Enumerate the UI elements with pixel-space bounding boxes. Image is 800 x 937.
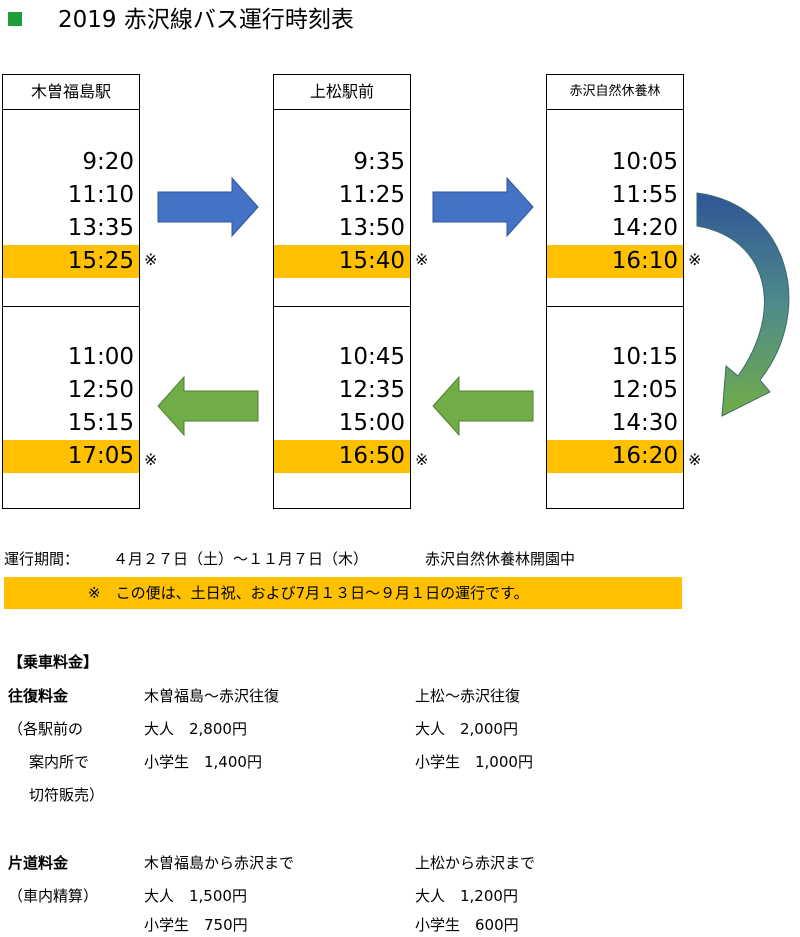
time-cell: 11:10 — [67, 182, 134, 208]
fare-adult: 大人 2,800円 — [144, 720, 247, 738]
one-way-label: 片道料金 — [8, 854, 69, 872]
route-arrows — [157, 176, 790, 437]
period-dates: ４月２７日（土）～１１月７日（木） — [113, 550, 369, 568]
time-cell: 9:35 — [353, 149, 405, 175]
round-trip-sub: 案内所で — [29, 753, 90, 771]
fare-route: 木曽福島～赤沢往復 — [144, 687, 280, 705]
right-arrow-icon — [157, 176, 259, 238]
one-way-sub: （車内精算） — [8, 887, 99, 905]
time-cell: 13:50 — [338, 215, 405, 241]
curved-arrow-icon — [696, 192, 790, 417]
fare-route: 木曽福島から赤沢まで — [144, 854, 295, 872]
return-times: 10:15 12:05 14:30 16:20 — [547, 307, 683, 508]
time-cell-highlighted: 15:40 — [274, 245, 410, 278]
station-name: 木曽福島駅 — [3, 75, 139, 110]
asterisk-mark: ※ — [144, 250, 158, 269]
fare-route: 上松から赤沢まで — [415, 854, 536, 872]
left-arrow-icon — [432, 375, 534, 437]
time-cell: 12:35 — [338, 377, 405, 403]
return-times: 10:45 12:35 15:00 16:50 — [274, 307, 410, 508]
fare-child: 小学生 1,400円 — [144, 753, 262, 771]
right-arrow-icon — [432, 176, 534, 238]
time-cell: 11:00 — [67, 344, 134, 370]
time-cell: 14:30 — [611, 410, 678, 436]
round-trip-label: 往復料金 — [8, 687, 69, 705]
fare-route: 上松～赤沢往復 — [415, 687, 521, 705]
time-cell-highlighted: 17:05 — [3, 440, 139, 473]
time-cell: 15:00 — [338, 410, 405, 436]
fare-child: 小学生 1,000円 — [415, 753, 533, 771]
outbound-times: 9:35 11:25 13:50 15:40 — [274, 110, 410, 307]
fare-adult: 大人 1,500円 — [144, 887, 247, 905]
station-name: 赤沢自然休養林 — [547, 75, 683, 110]
page-title: 2019 赤沢線バス運行時刻表 — [58, 7, 354, 33]
round-trip-sub: 切符販売） — [29, 786, 105, 804]
outbound-times: 9:20 11:10 13:35 15:25 — [3, 110, 139, 307]
time-cell-highlighted: 16:20 — [547, 440, 683, 473]
fare-adult: 大人 1,200円 — [415, 887, 518, 905]
time-cell: 10:45 — [338, 344, 405, 370]
asterisk-mark: ※ — [144, 450, 158, 469]
station-column-kisofukushima: 木曽福島駅 9:20 11:10 13:35 15:25 11:00 12:50… — [2, 74, 140, 509]
period-label: 運行期間： — [4, 550, 80, 568]
title-square-icon — [8, 12, 22, 26]
asterisk-mark: ※ — [415, 450, 429, 469]
time-cell: 9:20 — [82, 149, 134, 175]
station-name: 上松駅前 — [274, 75, 410, 110]
round-trip-sub: （各駅前の — [8, 720, 84, 738]
period-note: 赤沢自然休養林開園中 — [425, 550, 576, 568]
time-cell: 13:35 — [67, 215, 134, 241]
time-cell: 10:15 — [611, 344, 678, 370]
time-cell: 12:05 — [611, 377, 678, 403]
asterisk-mark: ※ — [688, 250, 702, 269]
notice-banner — [4, 577, 682, 609]
fare-child: 小学生 750円 — [144, 916, 248, 934]
asterisk-mark: ※ — [415, 250, 429, 269]
time-cell: 10:05 — [611, 149, 678, 175]
time-cell-highlighted: 16:50 — [274, 440, 410, 473]
notice-text: ※ この便は、土日祝、および7月１３日～９月１日の運行です。 — [88, 584, 529, 602]
time-cell: 12:50 — [67, 377, 134, 403]
asterisk-mark: ※ — [688, 450, 702, 469]
fare-child: 小学生 600円 — [415, 916, 519, 934]
time-cell-highlighted: 16:10 — [547, 245, 683, 278]
outbound-times: 10:05 11:55 14:20 16:10 — [547, 110, 683, 307]
station-column-akasawa: 赤沢自然休養林 10:05 11:55 14:20 16:10 10:15 12… — [546, 74, 684, 509]
time-cell: 14:20 — [611, 215, 678, 241]
station-column-agematsu: 上松駅前 9:35 11:25 13:50 15:40 10:45 12:35 … — [273, 74, 411, 509]
return-times: 11:00 12:50 15:15 17:05 — [3, 307, 139, 508]
time-cell-highlighted: 15:25 — [3, 245, 139, 278]
fare-adult: 大人 2,000円 — [415, 720, 518, 738]
left-arrow-icon — [157, 375, 259, 437]
fares-heading: 【乗車料金】 — [8, 653, 99, 671]
time-cell: 11:55 — [611, 182, 678, 208]
time-cell: 15:15 — [67, 410, 134, 436]
time-cell: 11:25 — [338, 182, 405, 208]
